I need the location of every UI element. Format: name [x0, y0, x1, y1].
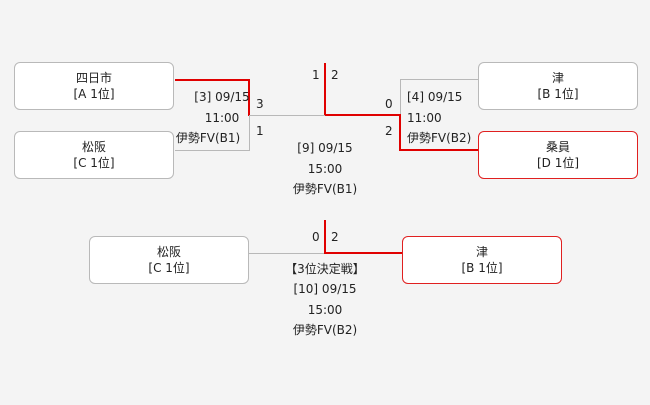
team-seed: [C 1位]	[73, 156, 115, 170]
bracket-line	[324, 220, 326, 254]
third-place-title: 【3位決定戦】	[285, 262, 365, 276]
team-box-tsu[interactable]: 津 [B 1位]	[478, 62, 638, 110]
team-name: 津	[475, 245, 488, 259]
team-seed: [A 1位]	[73, 87, 115, 101]
bracket-line	[175, 79, 250, 81]
bracket-line	[324, 63, 326, 115]
match-time: 11:00	[204, 111, 240, 125]
team-name: 松阪	[156, 245, 181, 259]
team-box-yokkaichi[interactable]: 四日市 [A 1位]	[14, 62, 174, 110]
match-venue: 伊勢FV(B2)	[292, 323, 358, 337]
team-name: 桑員	[545, 140, 570, 154]
score-right: 2	[331, 230, 339, 244]
bracket-line	[248, 79, 250, 116]
score-right: 2	[331, 68, 339, 82]
team-seed: [B 1位]	[461, 261, 503, 275]
bracket-line	[325, 252, 402, 254]
score-left: 0	[312, 230, 320, 244]
score-top: 0	[385, 97, 393, 111]
match-time: 11:00	[407, 111, 442, 125]
match-venue: 伊勢FV(B2)	[407, 131, 472, 145]
team-seed: [D 1位]	[536, 156, 580, 170]
bracket-line	[175, 150, 250, 151]
score-bottom: 1	[256, 124, 264, 138]
match-number: [10] 09/15	[293, 282, 357, 296]
team-seed: [B 1位]	[537, 87, 579, 101]
match-venue: 伊勢FV(B1)	[292, 182, 358, 196]
bracket-line	[249, 116, 250, 150]
match-time: 15:00	[307, 303, 343, 317]
team-name: 四日市	[75, 71, 112, 85]
team-seed: [C 1位]	[148, 261, 190, 275]
bracket-line	[399, 114, 401, 151]
team-box-third-right[interactable]: 津 [B 1位]	[402, 236, 562, 284]
bracket-line	[325, 114, 401, 116]
team-name: 松阪	[81, 140, 106, 154]
score-top: 3	[256, 97, 264, 111]
match-number: [4] 09/15	[407, 90, 463, 104]
bracket-line	[400, 79, 478, 80]
bracket-line	[400, 79, 401, 116]
team-box-matsusaka[interactable]: 松阪 [C 1位]	[14, 131, 174, 179]
match-venue: 伊勢FV(B1)	[175, 131, 241, 145]
bracket-line	[248, 253, 325, 254]
team-box-third-left[interactable]: 松阪 [C 1位]	[89, 236, 249, 284]
bracket-line	[249, 115, 325, 116]
score-left: 1	[312, 68, 320, 82]
match-number: [9] 09/15	[297, 141, 353, 155]
team-name: 津	[551, 71, 564, 85]
team-box-kuwain[interactable]: 桑員 [D 1位]	[478, 131, 638, 179]
match-number: [3] 09/15	[194, 90, 250, 104]
score-bottom: 2	[385, 124, 393, 138]
match-time: 15:00	[307, 162, 343, 176]
bracket-line	[399, 149, 478, 151]
